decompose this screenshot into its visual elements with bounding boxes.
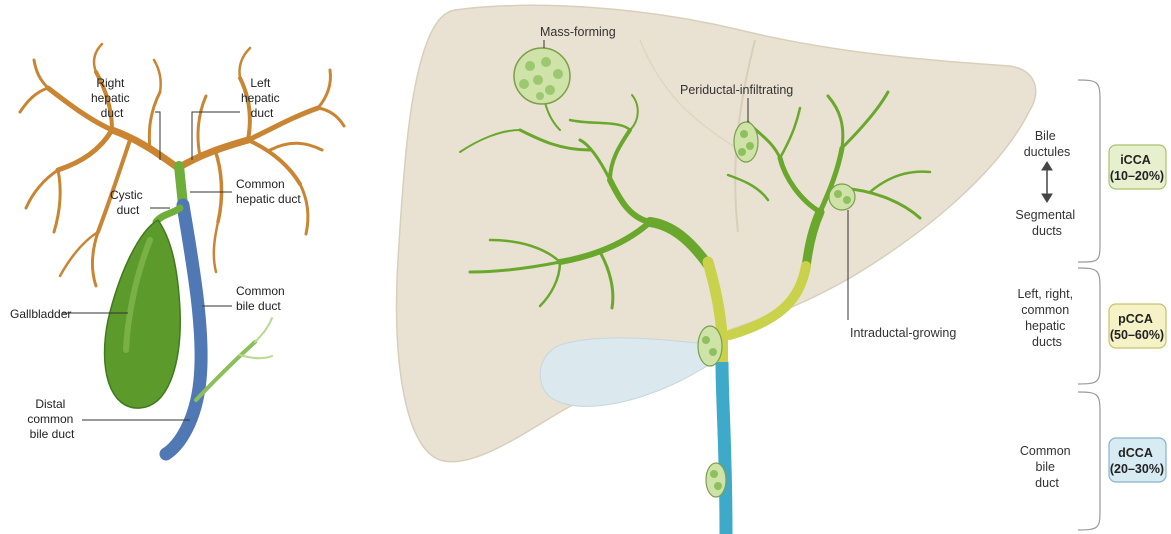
level-dcca-location: Common bile duct bbox=[1020, 444, 1074, 490]
liver-illustration: Mass-forming Periductal-infiltrating Int… bbox=[397, 5, 1036, 534]
liver-gallbladder bbox=[540, 338, 716, 407]
biliary-tree-illustration: Right hepatic duct Left hepatic duct Cys… bbox=[10, 44, 344, 454]
label-common-bile-duct: Common bile duct bbox=[236, 284, 288, 313]
tumor-mass-forming bbox=[514, 48, 570, 104]
label-intraductal-growing: Intraductal-growing bbox=[850, 326, 956, 340]
label-cystic-duct: Cystic duct bbox=[110, 188, 146, 217]
label-right-hepatic-duct: Right hepatic duct bbox=[91, 76, 133, 120]
label-periductal-infiltrating: Periductal-infiltrating bbox=[680, 83, 793, 97]
gallbladder-shape bbox=[105, 220, 181, 408]
level-pcca-location: Left, right, common hepatic ducts bbox=[1017, 287, 1076, 349]
distal-common-bile-duct bbox=[722, 362, 726, 534]
label-gallbladder: Gallbladder bbox=[10, 307, 71, 321]
label-distal-common-bile-duct: Distal common bile duct bbox=[27, 397, 76, 441]
bracket-dcca bbox=[1078, 392, 1100, 530]
level-icca-location-top: Bile ductules bbox=[1024, 129, 1071, 159]
level-icca-location-bottom: Segmental ducts bbox=[1015, 208, 1078, 238]
tumor-intraductal-growing bbox=[829, 184, 855, 210]
liver-shape bbox=[397, 5, 1036, 461]
bracket-pcca bbox=[1078, 268, 1100, 384]
tumor-perihilar bbox=[698, 326, 722, 366]
cca-level-legend: Bile ductules Segmental ducts iCCA (10–2… bbox=[1015, 80, 1166, 530]
tumor-distal bbox=[706, 463, 726, 497]
double-arrow-icon bbox=[1042, 162, 1052, 202]
tumor-periductal-infiltrating bbox=[734, 122, 758, 162]
label-left-hepatic-duct: Left hepatic duct bbox=[241, 76, 283, 120]
label-mass-forming: Mass-forming bbox=[540, 25, 616, 39]
cystic-duct-shape bbox=[156, 208, 180, 222]
bracket-icca bbox=[1078, 80, 1100, 262]
label-common-hepatic-duct: Common hepatic duct bbox=[236, 177, 301, 206]
